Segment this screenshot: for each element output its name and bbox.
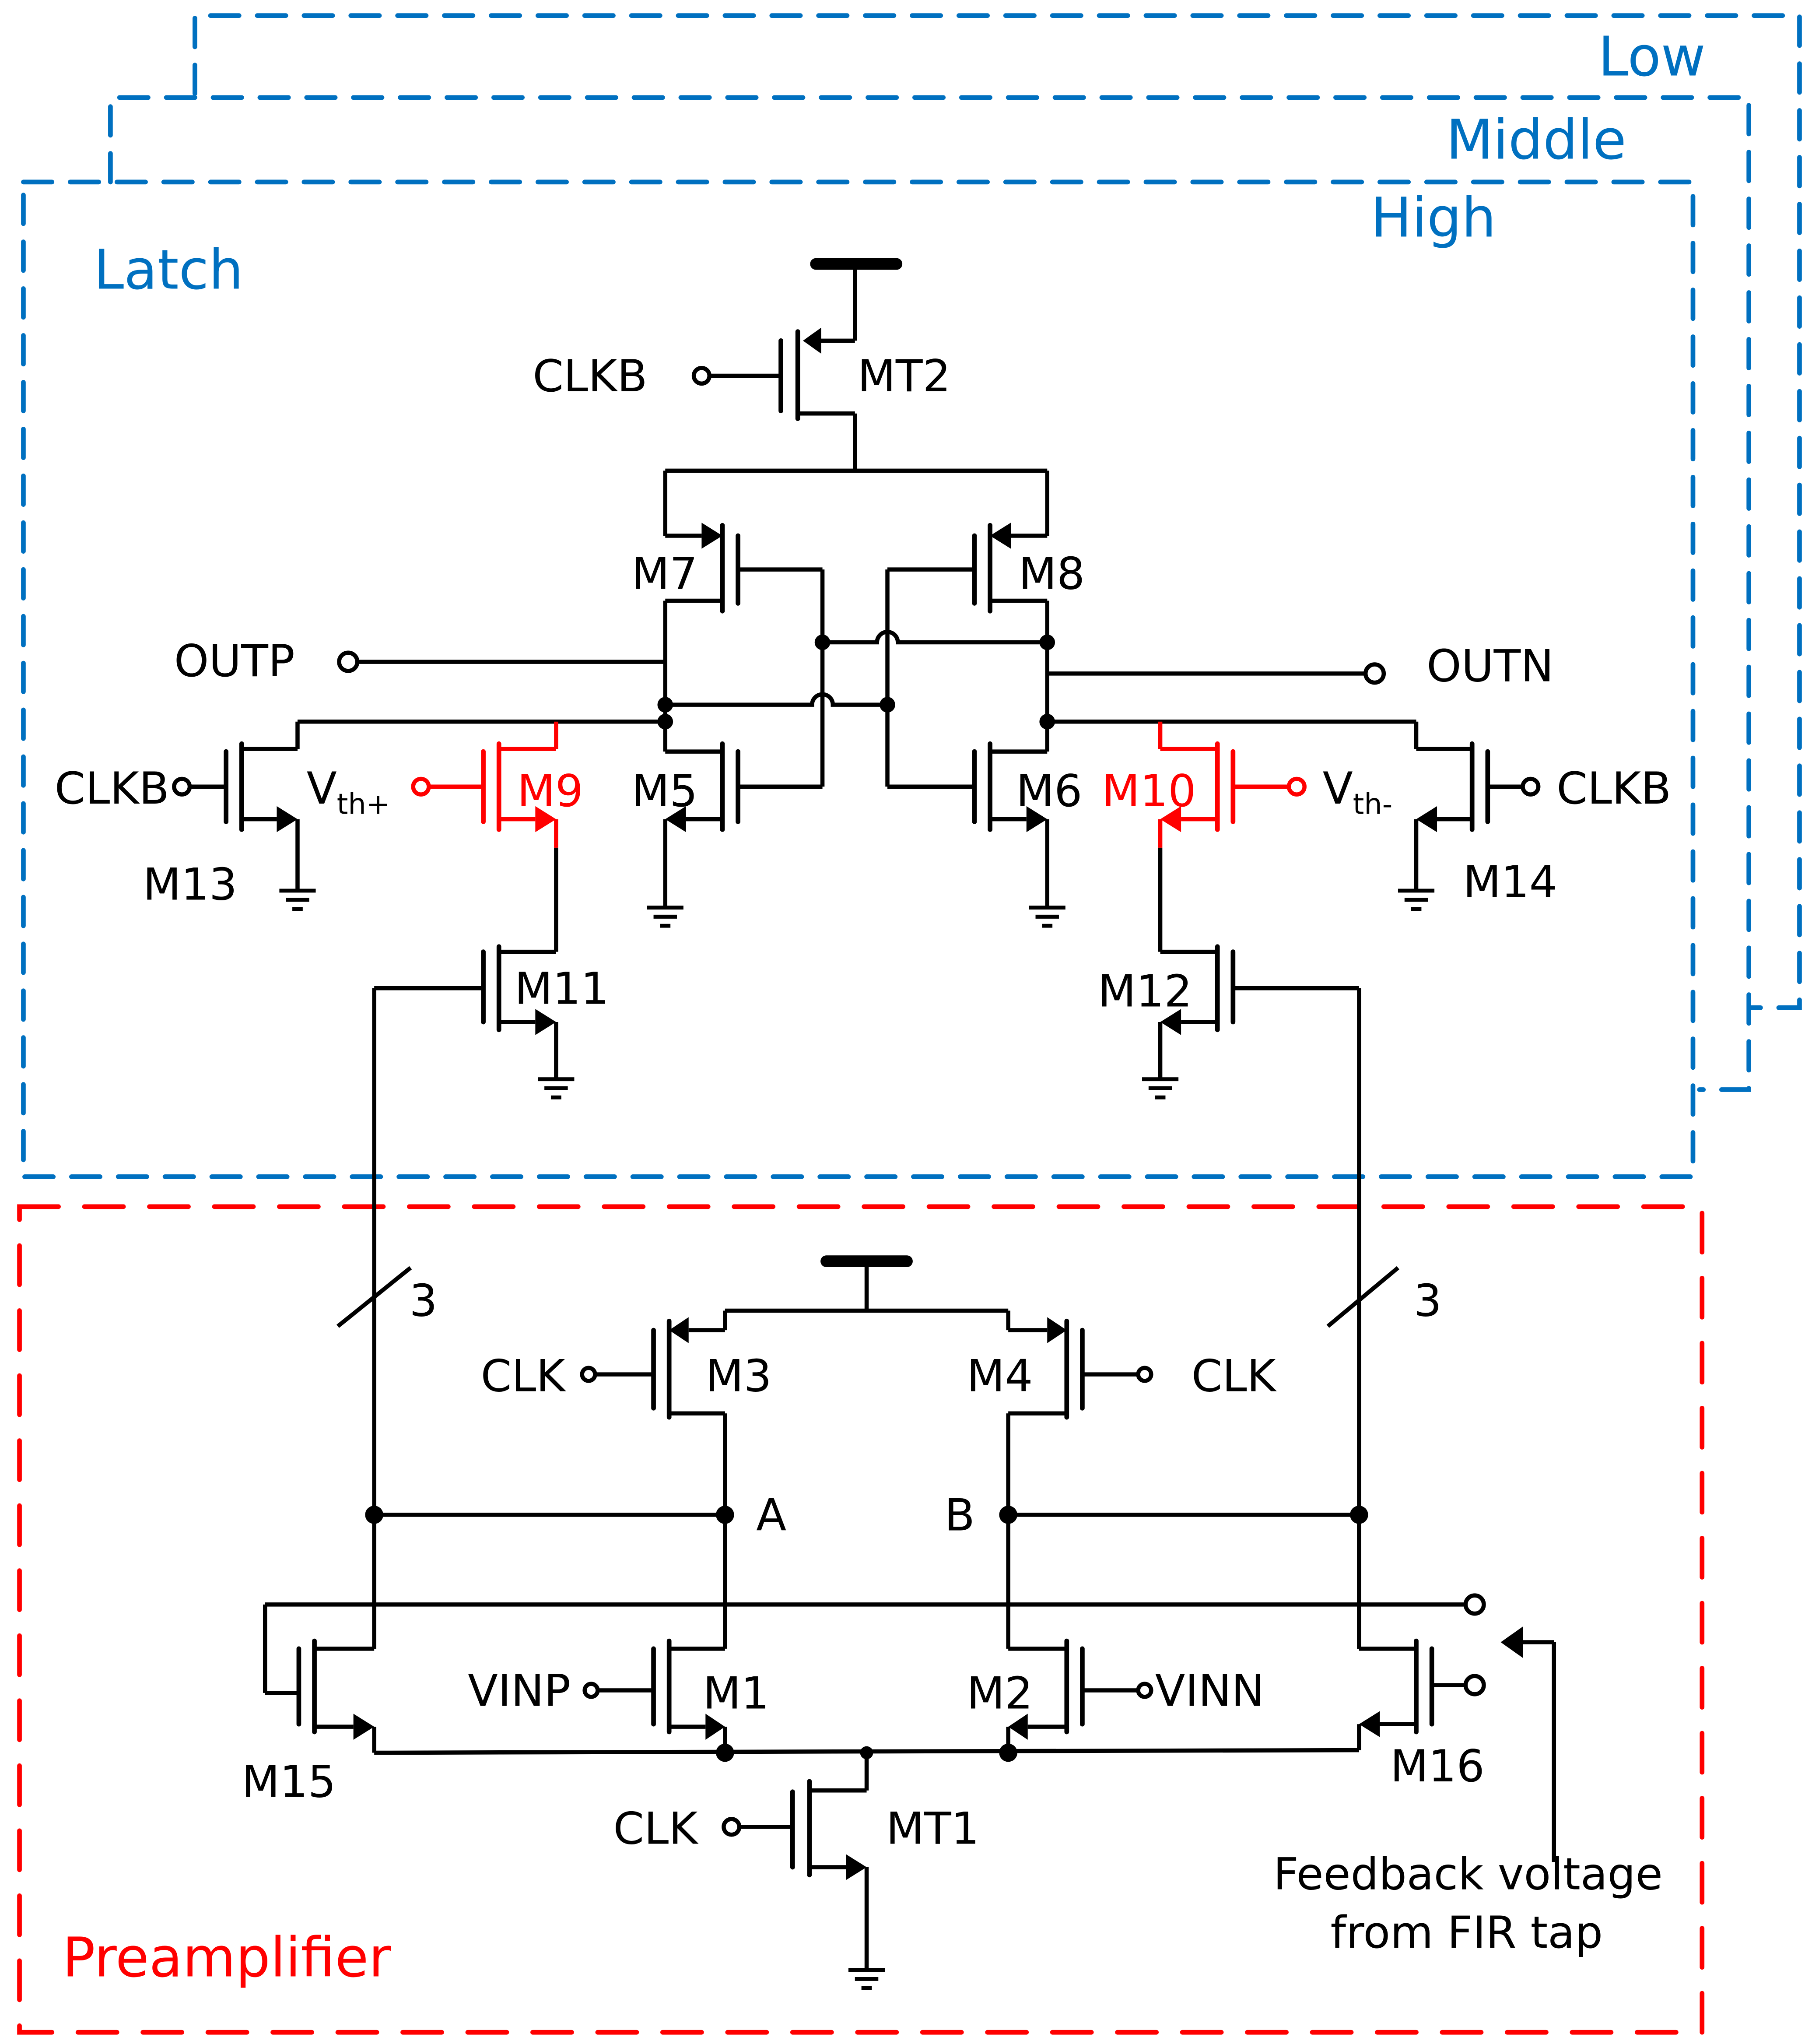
label-clkb-m13: CLKB bbox=[55, 762, 169, 814]
transistor-M9 bbox=[411, 721, 558, 952]
label-M16: M16 bbox=[1390, 1740, 1485, 1792]
bus-right bbox=[1326, 988, 1399, 1649]
frame-label-preamplifier: Preamplifier bbox=[63, 1926, 392, 1989]
label-M4: M4 bbox=[967, 1350, 1033, 1402]
label-M9: M9 bbox=[517, 765, 583, 817]
terminal-outp bbox=[337, 650, 360, 673]
transistor-M5 bbox=[663, 721, 823, 908]
label-node-a: A bbox=[756, 1489, 786, 1541]
output-outn bbox=[1047, 662, 1386, 685]
transistor-M8 bbox=[887, 523, 1049, 722]
frame-label-high: High bbox=[1371, 186, 1497, 250]
feedback-select-arrow bbox=[1500, 1626, 1556, 1862]
label-M12: M12 bbox=[1098, 965, 1192, 1017]
label-M7: M7 bbox=[631, 548, 697, 600]
label-clk-m3: CLK bbox=[481, 1350, 567, 1402]
label-MT2: MT2 bbox=[858, 350, 951, 402]
label-MT1: MT1 bbox=[886, 1802, 979, 1854]
label-vinp: VINP bbox=[468, 1665, 571, 1717]
transistor-M11 bbox=[374, 944, 558, 1079]
transistor-M15 bbox=[296, 1514, 376, 1753]
vdd-rail-preamp bbox=[723, 1255, 1010, 1331]
transistor-M16 bbox=[1357, 1514, 1486, 1750]
transistor-M4 bbox=[1006, 1317, 1153, 1515]
frame-middle bbox=[108, 95, 1752, 1092]
node-a-wire bbox=[365, 1506, 734, 1524]
label-M11: M11 bbox=[515, 962, 609, 1014]
terminal-clk-m3 bbox=[580, 1366, 597, 1383]
pmos-source-bus bbox=[663, 468, 1049, 536]
frame-low bbox=[193, 13, 1802, 1010]
label-bus-width-right: 3 bbox=[1414, 1275, 1442, 1326]
label-vth-plus-main: V bbox=[307, 762, 337, 814]
label-feedback-line2: from FIR tap bbox=[1331, 1907, 1603, 1958]
feedback-wire bbox=[263, 1593, 1486, 1695]
ground-M6 bbox=[1029, 906, 1065, 928]
transistor-M13 bbox=[172, 721, 300, 891]
label-clkb-mt2: CLKB bbox=[533, 350, 647, 402]
ground-M14 bbox=[1398, 889, 1435, 911]
frame-label-middle: Middle bbox=[1446, 108, 1626, 172]
label-clkb-m14: CLKB bbox=[1556, 762, 1671, 814]
label-M14: M14 bbox=[1463, 856, 1557, 908]
label-vth-plus: Vth+ bbox=[307, 762, 390, 821]
label-outp: OUTP bbox=[174, 635, 295, 687]
label-outn: OUTN bbox=[1426, 640, 1554, 692]
label-vth-minus: Vth- bbox=[1323, 762, 1393, 821]
transistor-M10 bbox=[1158, 721, 1307, 952]
terminal-clkb-mt2 bbox=[691, 365, 711, 386]
label-M10: M10 bbox=[1102, 765, 1196, 817]
label-M5: M5 bbox=[631, 765, 697, 817]
ground-M5 bbox=[647, 906, 683, 928]
label-clk-m4: CLK bbox=[1192, 1350, 1277, 1402]
label-M2: M2 bbox=[967, 1668, 1033, 1719]
terminal-outn bbox=[1363, 662, 1386, 685]
label-M3: M3 bbox=[705, 1350, 771, 1402]
label-vth-minus-main: V bbox=[1323, 762, 1353, 814]
terminal-clk-mt1 bbox=[722, 1817, 742, 1837]
transistor-M3 bbox=[580, 1317, 727, 1515]
transistor-M2 bbox=[1006, 1514, 1153, 1753]
label-M13: M13 bbox=[143, 859, 238, 910]
terminal-vinp bbox=[582, 1682, 600, 1699]
ground-M11 bbox=[538, 1077, 575, 1099]
terminal-clkb-m14 bbox=[1521, 776, 1541, 797]
label-M1: M1 bbox=[703, 1668, 769, 1719]
label-vth-plus-sub: th+ bbox=[337, 788, 390, 821]
frame-label-low: Low bbox=[1598, 25, 1706, 88]
frame-preamplifier bbox=[17, 1204, 1705, 2035]
ground-M12 bbox=[1142, 1077, 1179, 1099]
output-outp bbox=[337, 650, 666, 673]
terminal-clkb-m13 bbox=[172, 776, 192, 797]
transistor-M6 bbox=[887, 721, 1049, 908]
label-vth-minus-sub: th- bbox=[1353, 788, 1393, 821]
transistor-MT1 bbox=[722, 1753, 869, 1970]
transistor-M12 bbox=[1158, 944, 1359, 1079]
terminal-vth-minus bbox=[1286, 776, 1307, 797]
terminal-vinn bbox=[1136, 1682, 1153, 1699]
terminal-vth-plus bbox=[411, 776, 431, 797]
frame-label-latch: Latch bbox=[94, 238, 243, 302]
vdd-rail-latch bbox=[810, 258, 903, 325]
label-M6: M6 bbox=[1016, 765, 1082, 817]
label-node-b: B bbox=[945, 1489, 975, 1541]
terminal-clk-m4 bbox=[1136, 1366, 1153, 1383]
node-b-wire bbox=[999, 1506, 1368, 1524]
transistor-MT2 bbox=[691, 325, 857, 471]
label-M15: M15 bbox=[242, 1756, 336, 1808]
terminal-feedback-bottom bbox=[1463, 1674, 1486, 1696]
label-bus-width-left: 3 bbox=[409, 1275, 437, 1326]
frame-latch-high bbox=[21, 179, 1696, 1179]
transistor-M14 bbox=[1414, 721, 1541, 891]
terminal-feedback-top bbox=[1463, 1593, 1486, 1616]
label-vinn: VINN bbox=[1155, 1665, 1265, 1717]
transistor-M1 bbox=[582, 1514, 727, 1753]
ground-MT1 bbox=[848, 1968, 885, 1990]
label-clk-mt1: CLK bbox=[613, 1802, 699, 1854]
label-feedback-line1: Feedback voltage bbox=[1273, 1848, 1663, 1900]
ground-M13 bbox=[279, 889, 316, 911]
label-M8: M8 bbox=[1019, 548, 1085, 600]
